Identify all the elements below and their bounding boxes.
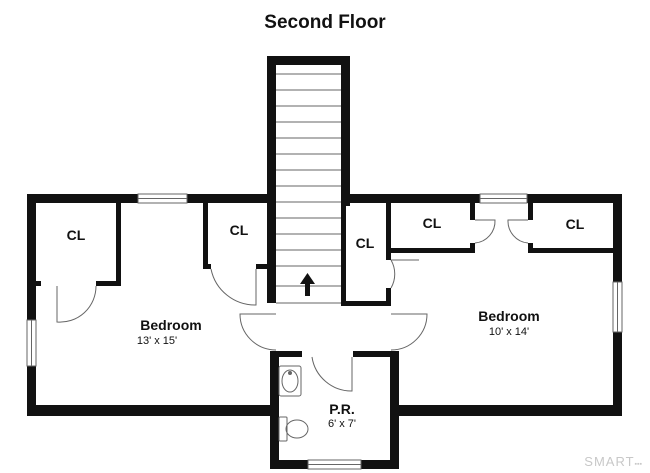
- closet-label: CL: [67, 227, 86, 243]
- door-bedroom-left: [239, 313, 277, 351]
- sink-icon: [278, 365, 302, 397]
- door-cl-right-a: [474, 219, 496, 244]
- interior-walls: [27, 194, 618, 306]
- walls: [27, 56, 622, 469]
- brand-watermark: SMART▪▪▪: [584, 454, 642, 469]
- brand-sub: ▪▪▪: [634, 461, 642, 468]
- room-name-powder-room: P.R.: [329, 401, 354, 417]
- room-dims-bedroom-left: 13' x 15': [137, 335, 177, 347]
- closet-label: CL: [423, 215, 442, 231]
- stair-up-arrow-icon: [300, 273, 315, 296]
- staircase: [276, 73, 341, 304]
- door-cl-right-b: [507, 219, 529, 244]
- closet-label: CL: [566, 216, 585, 232]
- room-dims-powder-room: 6' x 7': [328, 418, 356, 430]
- door-cl-left: [56, 285, 97, 323]
- room-name-bedroom-left: Bedroom: [140, 317, 201, 333]
- door-cl-middle-left: [210, 268, 257, 306]
- door-bedroom-right: [390, 313, 428, 351]
- floor-title: Second Floor: [264, 12, 386, 33]
- door-powder-room: [311, 356, 353, 392]
- closet-label: CL: [230, 222, 249, 238]
- room-dims-bedroom-right: 10' x 14': [489, 326, 529, 338]
- toilet-icon: [278, 416, 309, 442]
- brand-text: SMART: [584, 454, 635, 469]
- room-name-bedroom-right: Bedroom: [478, 308, 539, 324]
- door-swings: [56, 219, 529, 392]
- door-cl-landing: [390, 259, 419, 289]
- closet-label: CL: [356, 235, 375, 251]
